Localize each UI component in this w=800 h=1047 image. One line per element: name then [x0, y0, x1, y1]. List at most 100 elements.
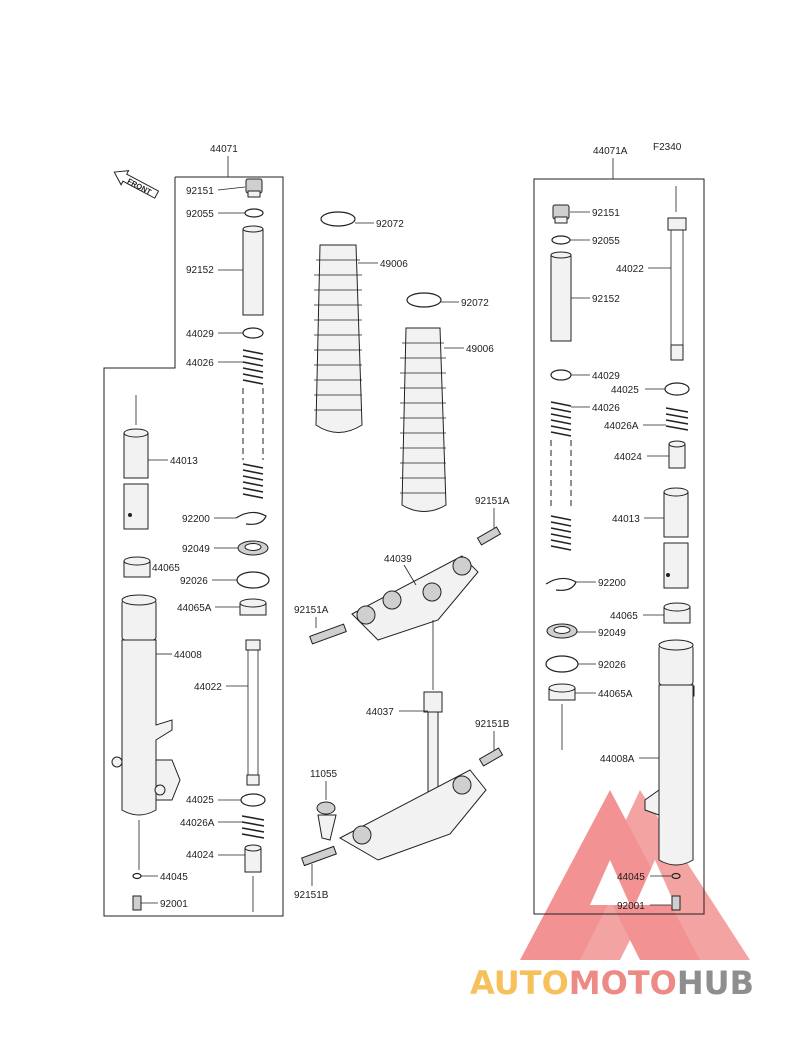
callout-44065A-right: 44065A [598, 689, 633, 700]
part-44065A-right [548, 683, 576, 701]
callout-92151B-left: 92151B [294, 890, 329, 901]
watermark-hub: HUB [677, 964, 754, 1002]
part-49006-b [400, 327, 447, 512]
part-92151A-right [476, 526, 502, 546]
part-44022-right [667, 186, 687, 361]
callout-44065A-left: 44065A [177, 603, 212, 614]
part-11055 [316, 801, 337, 841]
callout-44026A-left: 44026A [180, 818, 215, 829]
callout-92152-right: 92152 [592, 294, 620, 305]
callout-44029-left: 44029 [186, 329, 214, 340]
watermark-auto: AUTO [470, 964, 569, 1002]
left-assembly-frame [103, 176, 284, 917]
callout-92055-right: 92055 [592, 236, 620, 247]
callout-44065-right: 44065 [610, 611, 638, 622]
part-92001-right [671, 895, 681, 911]
part-44013-right [663, 487, 689, 589]
part-92200-right [545, 577, 577, 591]
callout-92151B-right: 92151B [475, 719, 510, 730]
callout-92072-b: 92072 [461, 298, 489, 309]
part-44024-right [668, 440, 686, 469]
assembly-label-right: 44071A [593, 146, 628, 157]
part-92151-right [552, 204, 570, 224]
callout-92151A-right: 92151A [475, 496, 510, 507]
callout-92001-right: 92001 [617, 901, 645, 912]
callout-92049-right: 92049 [598, 628, 626, 639]
callout-49006-a: 49006 [380, 259, 408, 270]
callout-44022-left: 44022 [194, 682, 222, 693]
callout-44026-right: 44026 [592, 403, 620, 414]
callout-92001-left: 92001 [160, 899, 188, 910]
part-92151B-right [478, 747, 504, 767]
part-44065A-left [239, 598, 267, 616]
part-44026-right [550, 401, 572, 551]
part-92049-left [237, 540, 269, 556]
callouts-center: 92072 49006 92072 49006 92151A 44039 921… [294, 219, 510, 901]
callout-44045-left: 44045 [160, 872, 188, 883]
watermark-text: AUTOMOTOHUB [470, 964, 754, 1002]
callout-44022-right: 44022 [616, 264, 644, 275]
callout-11055: 11055 [310, 769, 338, 780]
part-92200-left [235, 511, 267, 525]
callout-44024-left: 44024 [186, 850, 214, 861]
right-assembly-frame [533, 178, 705, 915]
part-44025-left [240, 793, 266, 807]
callouts-right: 92151 92055 44022 92152 44029 44025 4402… [570, 208, 671, 912]
part-92152-right [550, 251, 572, 342]
callout-44065-left: 44065 [152, 563, 180, 574]
part-44045-right [671, 872, 681, 880]
watermark-logo [520, 790, 750, 960]
part-92055-left [244, 208, 264, 218]
callout-92200-left: 92200 [182, 514, 210, 525]
part-44045-left [132, 872, 142, 880]
part-92151B-left [301, 845, 337, 867]
part-92072-b [406, 292, 442, 308]
part-44026A-right [665, 407, 689, 431]
callout-92049-left: 92049 [182, 544, 210, 555]
callout-92200-right: 92200 [598, 578, 626, 589]
part-44025-right [664, 382, 690, 396]
front-label: FRONT [126, 176, 153, 196]
callout-44008-left: 44008 [174, 650, 202, 661]
callout-44013-left: 44013 [170, 456, 198, 467]
part-44026A-left [241, 815, 265, 839]
callout-44026-left: 44026 [186, 358, 214, 369]
callout-92026-right: 92026 [598, 660, 626, 671]
callout-44024-right: 44024 [614, 452, 642, 463]
callout-44039: 44039 [384, 554, 412, 565]
callout-49006-b: 49006 [466, 344, 494, 355]
callout-44025-left: 44025 [186, 795, 214, 806]
figure-code: F2340 [653, 142, 682, 153]
assembly-label-left: 44071 [210, 144, 238, 155]
part-92001-left [132, 895, 142, 911]
part-92026-left [236, 571, 270, 589]
part-92152-left [242, 225, 264, 316]
part-44008A-right [644, 639, 695, 866]
front-arrow-icon: FRONT [113, 170, 160, 199]
callout-44026A-right: 44026A [604, 421, 639, 432]
callout-44037: 44037 [366, 707, 394, 718]
part-92151A-left [309, 623, 347, 645]
part-44024-left [244, 844, 262, 873]
part-44029-left [242, 327, 264, 339]
part-92049-right [546, 623, 578, 639]
part-44022-left [245, 639, 261, 786]
callout-92026-left: 92026 [180, 576, 208, 587]
callout-92055-left: 92055 [186, 209, 214, 220]
callout-92072-a: 92072 [376, 219, 404, 230]
callout-44025-right: 44025 [611, 385, 639, 396]
part-44029-right [550, 369, 572, 381]
watermark-moto: MOTO [569, 964, 677, 1002]
callouts-left: 92151 92055 92152 44029 44026 44013 9220… [141, 186, 248, 910]
part-92072-a [320, 211, 356, 227]
part-49006-a [314, 244, 363, 433]
part-92026-right [545, 655, 579, 673]
part-44008-left [111, 594, 181, 816]
callout-92151A-left: 92151A [294, 605, 329, 616]
part-44037 [338, 691, 487, 861]
callout-92151-right: 92151 [592, 208, 620, 219]
callout-44008A-right: 44008A [600, 754, 635, 765]
callout-44013-right: 44013 [612, 514, 640, 525]
part-44065-left [123, 556, 151, 578]
